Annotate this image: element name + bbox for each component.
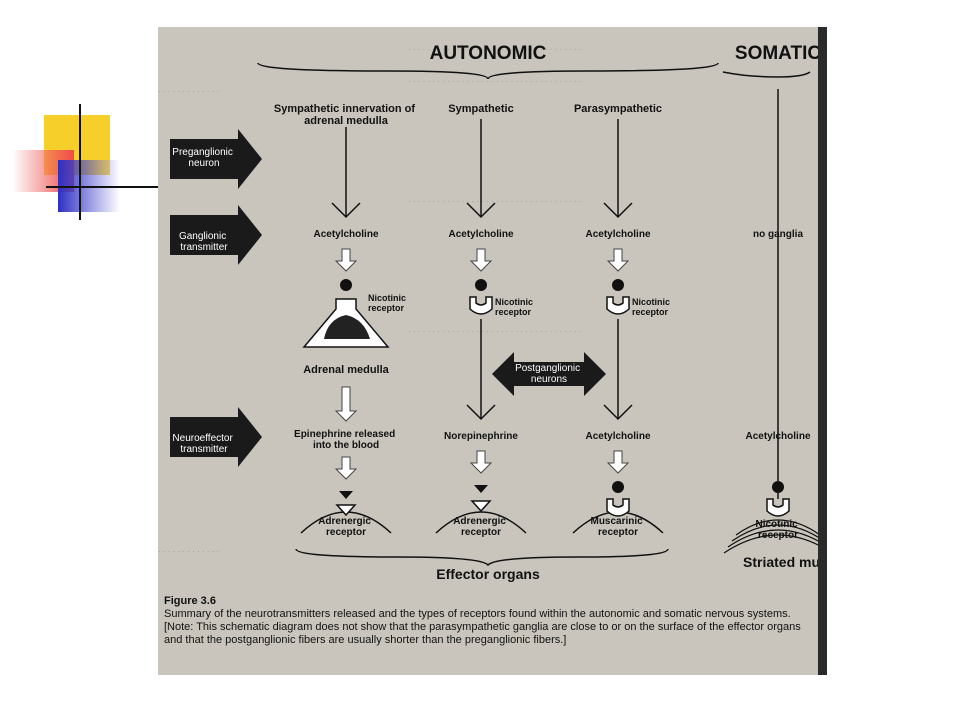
neuroeffector-label-line2: transmitter [180,444,228,455]
neuroeffector-arrow: Neuroeffector transmitter [170,407,262,467]
adrenal-neuroeffector-transmitter: Epinephrine released [294,429,395,440]
svg-text:Sympathetic innervation of: Sympathetic innervation of adrenal medul… [274,103,418,127]
norepinephrine-molecule [474,485,488,493]
adrenal-medulla-label: Adrenal medulla [303,364,389,376]
svg-text:Muscarinic receptor: Muscarinic receptor [590,516,645,538]
sympathetic-nicotinic-label: Nicotinic [495,297,533,307]
svg-text:Nicotinic receptor: Nicotinic receptor [368,293,409,313]
sympathetic-neuroeffector-transmitter: Norepinephrine [444,431,518,442]
effector-organs-label: Effector organs [436,566,540,582]
adrenal-neuroeffector-transmitter-line2: into the blood [313,440,379,451]
preganglionic-label: Preganglionic [172,147,233,158]
hollow-arrow-adrenal-mid [334,386,358,422]
postganglionic-label: Postganglionic [515,363,580,374]
svg-text:Nicotinic receptor: Nicotinic receptor [755,519,800,541]
adrenal-adrenergic-receptor-line2: receptor [326,527,366,538]
hollow-arrows-row2 [334,450,630,480]
muscarinic-receptor-label-line2: receptor [598,527,638,538]
autonomic-header: AUTONOMIC [430,43,547,64]
ach-molecule-nicotinic [772,481,784,493]
svg-text:Adrenergic receptor: Adrenergic receptor [318,516,374,538]
figure-caption: Figure 3.6 Summary of the neurotransmitt… [164,595,814,647]
bleed-through-text: · · · · · · · · · · · · · · · · · · · · … [408,327,582,336]
neurotransmitter-diagram: AUTONOMIC SOMATIC Sympathetic innervatio… [170,43,827,582]
page-binding-edge [818,27,827,675]
autonomic-brace [257,62,719,80]
figure-label: Figure 3.6 [164,595,216,607]
vertical-rule [79,104,81,220]
sympathetic-column-header: Sympathetic [448,103,513,115]
effector-brace [295,548,669,567]
parasympathetic-ganglion-transmitter: Acetylcholine [585,229,650,240]
slide-decoration [0,0,160,220]
ach-molecule-muscarinic [612,481,624,493]
ganglion-receptor-cups [469,296,630,315]
preganglionic-fibers [331,89,779,499]
svg-text:Neuroeffector transmitte: Neuroeffector transmitter [172,433,235,455]
muscarinic-receptor-label: Muscarinic [590,516,643,527]
bleed-through-text: · · · · · · · · · · · · · · · · · · · · … [408,197,582,206]
adrenal-adrenergic-receptor: Adrenergic [318,516,371,527]
preganglionic-label-line2: neuron [188,158,219,169]
adrenal-medulla-cell [302,298,390,348]
figure-caption-text: Summary of the neurotransmitters release… [164,608,801,646]
bleed-through-text: · · · · · · · · · · · · · [158,87,220,96]
neuroeffector-label: Neuroeffector [172,433,233,444]
bleed-through-text: · · · · · · · · · · · · · · · · · · · · … [408,77,582,86]
bleed-through-text: · · · · · · · · · · · · · · · · · · · · … [408,45,582,54]
parasympathetic-neuroeffector-transmitter: Acetylcholine [585,431,650,442]
adrenal-ganglion-transmitter: Acetylcholine [313,229,378,240]
adrenal-nicotinic-label: Nicotinic [368,293,406,303]
svg-text:Nicotinic receptor: Nicotinic receptor [495,297,536,317]
postganglionic-fibers [466,319,633,421]
somatic-neuroeffector-transmitter: Acetylcholine [745,431,810,442]
ganglionic-label-line2: transmitter [180,242,228,253]
somatic-no-ganglia: no ganglia [753,229,803,240]
parasympathetic-column-header: Parasympathetic [574,103,662,115]
svg-text:Preganglionic neuron: Preganglionic neuron [172,147,235,169]
ach-molecule-adrenal [340,279,352,291]
hollow-arrows-row1 [334,248,630,272]
horizontal-rule [46,186,160,188]
somatic-brace [722,71,811,78]
svg-text:Postganglionic neurons: Postganglionic neurons [515,363,583,385]
sympathetic-adrenergic-receptor: Adrenergic [453,516,506,527]
parasympathetic-nicotinic-label: Nicotinic [632,297,670,307]
striated-muscle-label: Striated muscl [743,554,827,570]
striated-muscle-fibers [723,519,827,554]
sympathetic-adrenergic-receptor-line2: receptor [461,527,501,538]
ganglionic-label: Ganglionic [179,231,226,242]
effector-receptor-cups [335,498,790,517]
sympathetic-ganglion-transmitter: Acetylcholine [448,229,513,240]
preganglionic-arrow: Preganglionic neuron [170,129,262,189]
svg-text:Nicotinic receptor: Nicotinic receptor [632,297,673,317]
adrenal-column-header: Sympathetic innervation of [274,103,416,115]
somatic-nicotinic-receptor-label: Nicotinic [755,519,798,530]
svg-text:Ganglionic transmitter: Ganglionic transmitter [179,231,229,253]
adrenal-column-header-line2: adrenal medulla [304,115,389,127]
somatic-header: SOMATIC [735,43,821,64]
postganglionic-double-arrow: Postganglionic neurons [492,352,606,396]
somatic-nicotinic-receptor-label-line2: receptor [758,530,798,541]
adrenal-nicotinic-label-line2: receptor [368,303,405,313]
epinephrine-molecule [339,491,353,499]
parasympathetic-nicotinic-label-line2: receptor [632,307,669,317]
ach-molecule-parasympathetic [612,279,624,291]
svg-text:Epinephrine released into: Epinephrine released into the blood [294,429,398,451]
bleed-through-text: · · · · · · · · · · · · · [158,547,220,556]
svg-text:Adrenergic receptor: Adrenergic receptor [453,516,509,538]
sympathetic-nicotinic-label-line2: receptor [495,307,532,317]
postganglionic-label-line2: neurons [531,374,567,385]
scanned-figure-page: · · · · · · · · · · · · · · · · · · · · … [158,27,827,675]
ganglionic-arrow: Ganglionic transmitter [170,205,262,265]
ach-molecule-sympathetic [475,279,487,291]
